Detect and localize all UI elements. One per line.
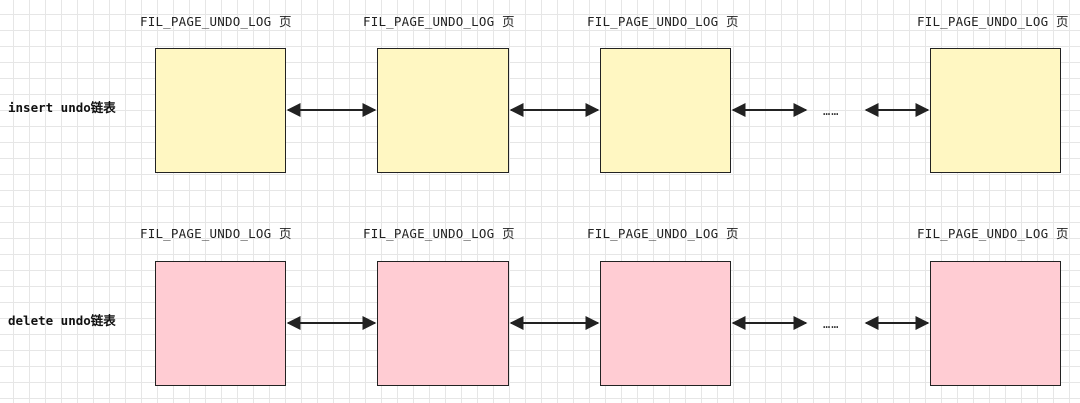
insert-undo-list-label: insert undo链表 [8, 100, 116, 115]
insert-undo-page-1 [155, 48, 286, 173]
insert-page-1-label: FIL_PAGE_UNDO_LOG 页 [140, 14, 292, 29]
delete-undo-page-3 [600, 261, 731, 386]
delete-page-3-label: FIL_PAGE_UNDO_LOG 页 [587, 226, 739, 241]
delete-page-1-label: FIL_PAGE_UNDO_LOG 页 [140, 226, 292, 241]
delete-undo-page-2 [377, 261, 509, 386]
delete-ellipsis: …… [823, 317, 840, 331]
insert-undo-page-3 [600, 48, 731, 173]
insert-page-3-label: FIL_PAGE_UNDO_LOG 页 [587, 14, 739, 29]
insert-undo-page-2 [377, 48, 509, 173]
insert-undo-page-4 [930, 48, 1061, 173]
insert-page-2-label: FIL_PAGE_UNDO_LOG 页 [363, 14, 515, 29]
insert-ellipsis: …… [823, 104, 840, 118]
delete-undo-page-1 [155, 261, 286, 386]
delete-page-2-label: FIL_PAGE_UNDO_LOG 页 [363, 226, 515, 241]
delete-page-4-label: FIL_PAGE_UNDO_LOG 页 [917, 226, 1069, 241]
insert-page-4-label: FIL_PAGE_UNDO_LOG 页 [917, 14, 1069, 29]
delete-undo-page-4 [930, 261, 1061, 386]
delete-undo-list-label: delete undo链表 [8, 313, 116, 328]
